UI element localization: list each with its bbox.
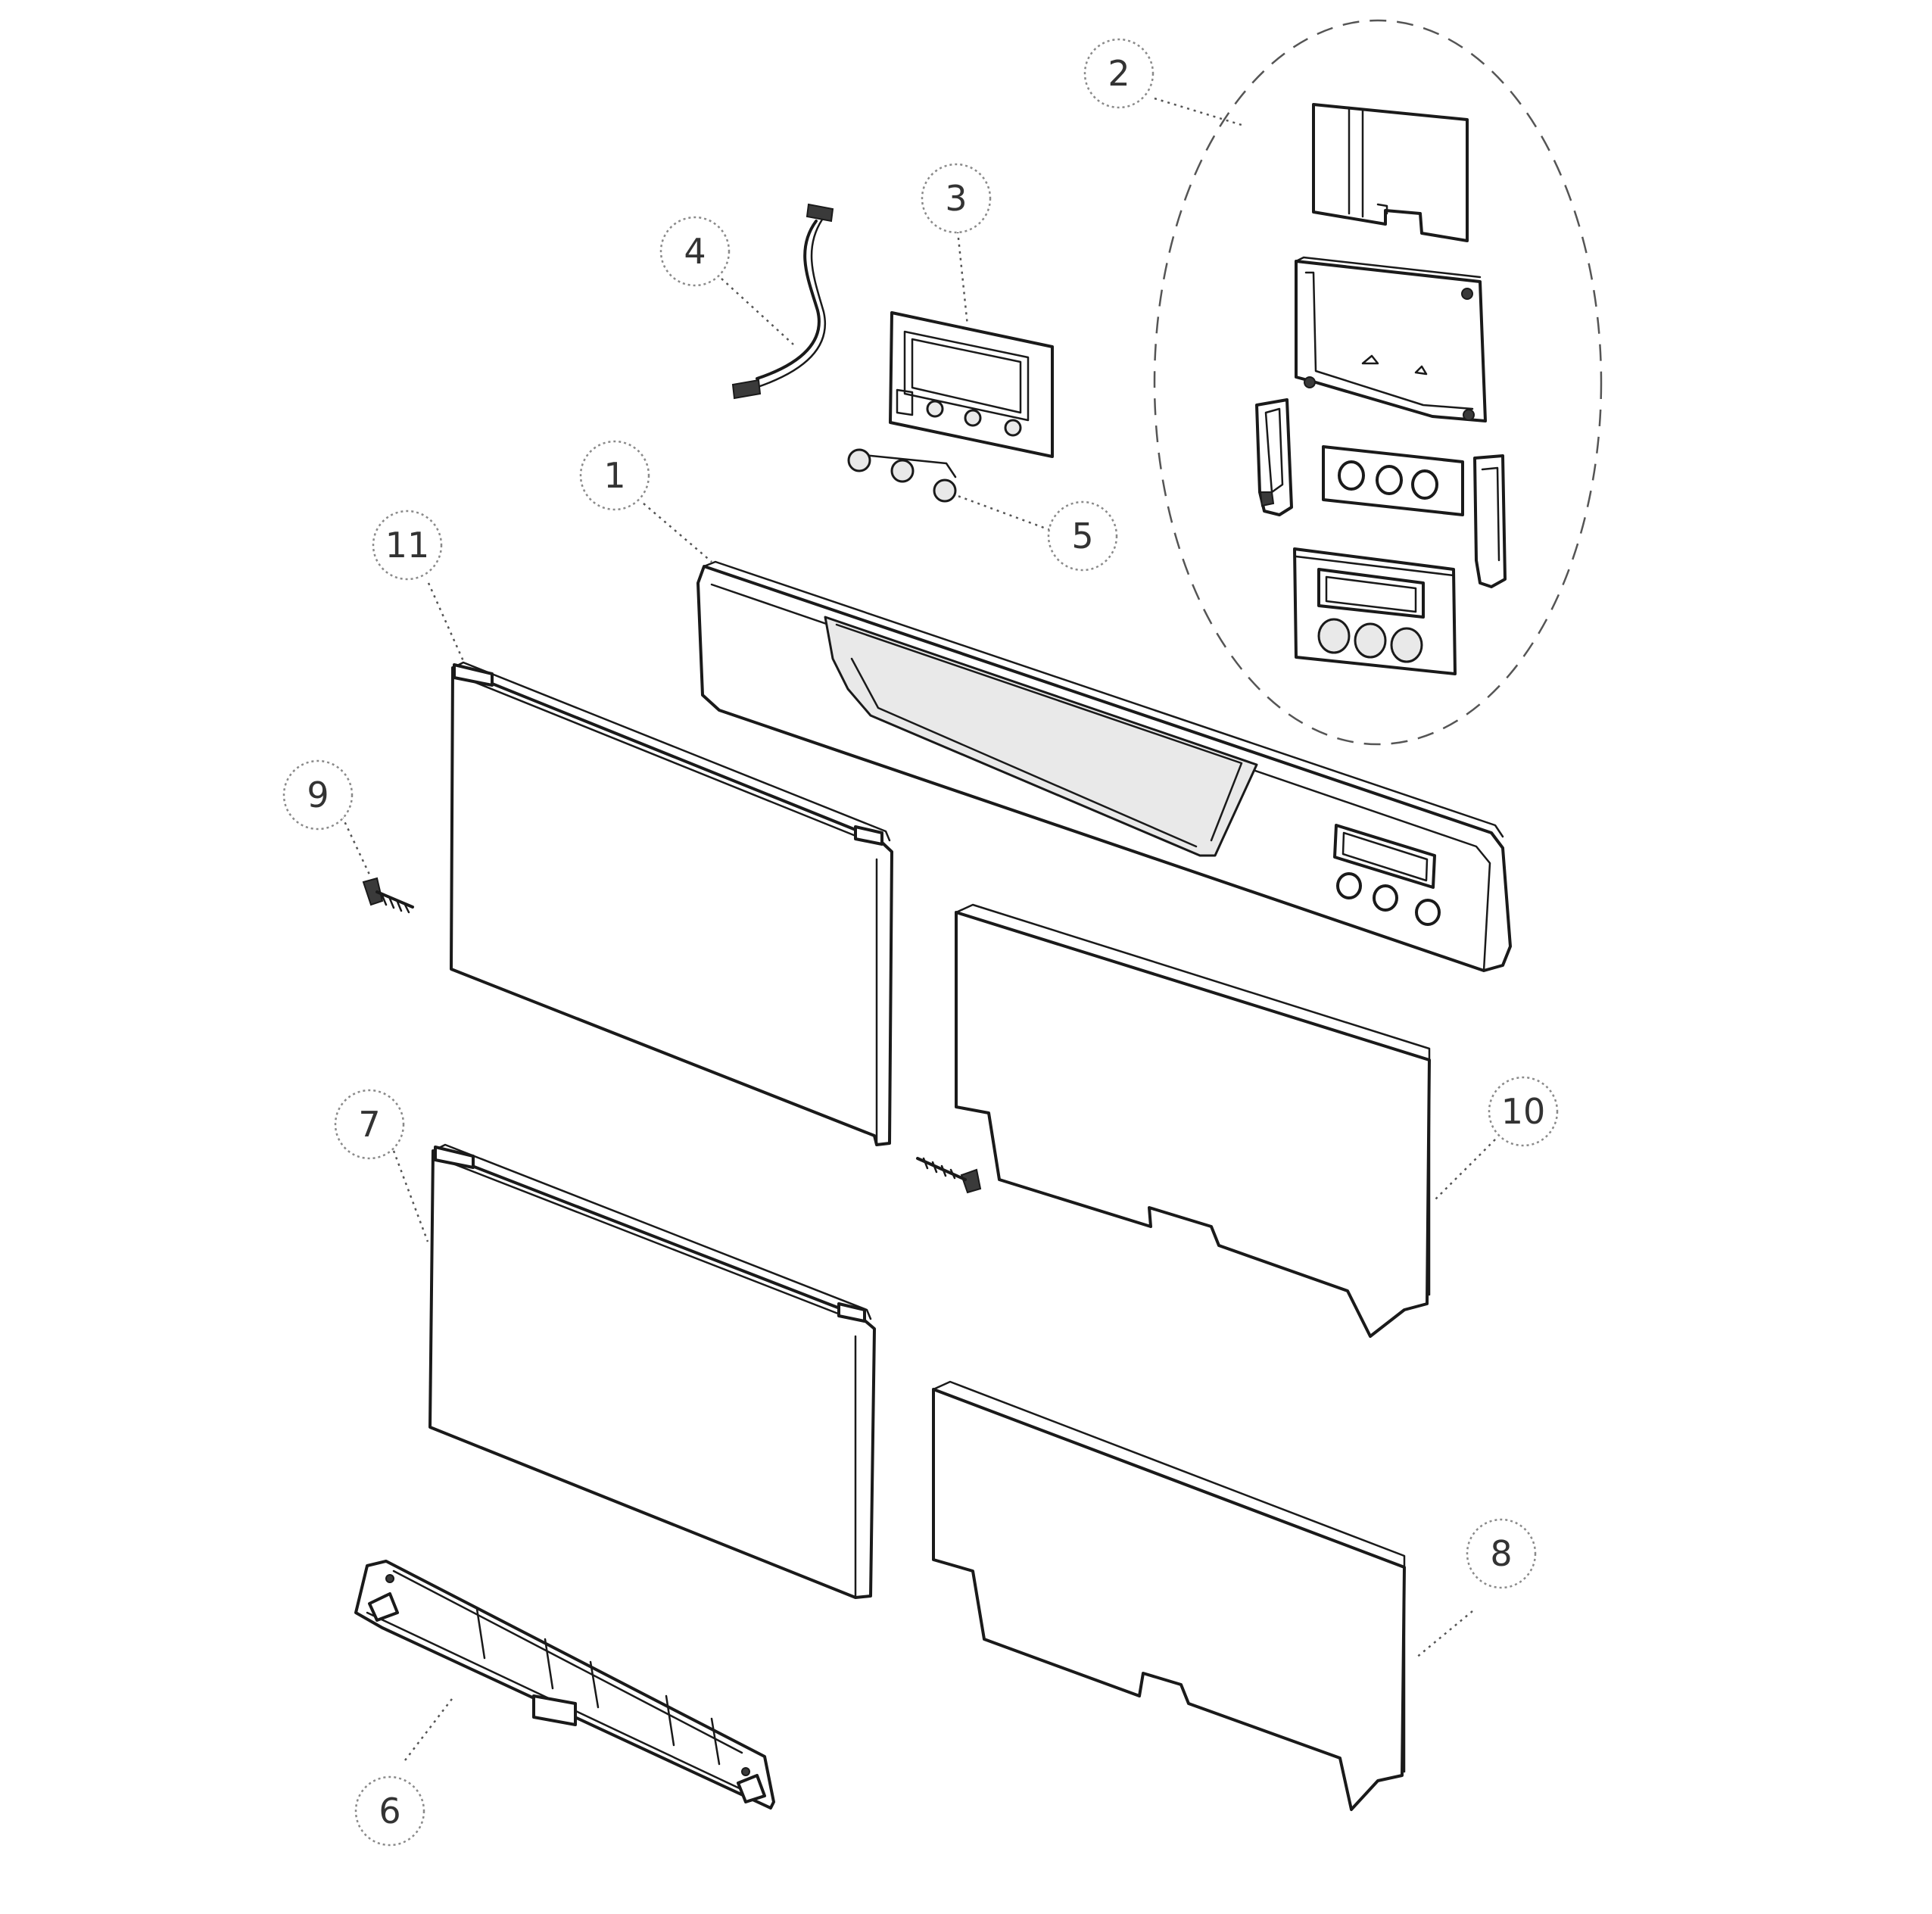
part-upper-liner <box>955 903 1431 1338</box>
callout-11: 11 <box>372 510 443 581</box>
part-control-panel <box>696 560 1512 972</box>
callout-number: 2 <box>1108 53 1130 94</box>
callout-number: 11 <box>385 525 430 566</box>
part-control-board <box>889 311 1054 458</box>
callout-7: 7 <box>334 1089 405 1160</box>
part-screw-upper <box>362 877 414 914</box>
callout-3: 3 <box>921 163 992 234</box>
callout-1: 1 <box>579 440 650 511</box>
part-button-set <box>847 448 957 503</box>
callout-6: 6 <box>354 1775 425 1847</box>
callout-4: 4 <box>659 216 731 287</box>
callout-bubble <box>579 440 650 511</box>
leader-lines <box>338 97 1496 1761</box>
part-upper-drawer-front <box>450 661 893 1146</box>
callout-bubble <box>282 759 354 831</box>
callout-number: 5 <box>1071 516 1093 556</box>
callout-9: 9 <box>282 759 354 831</box>
part-lower-drawer-front <box>428 1143 876 1599</box>
callout-5: 5 <box>1047 500 1118 572</box>
callout-number: 4 <box>684 231 706 272</box>
part-kick-plate <box>354 1560 775 1810</box>
part-screw-lower <box>916 1157 982 1194</box>
assembly-group-outline <box>1153 19 1603 746</box>
callout-number: 10 <box>1501 1091 1546 1132</box>
callout-number: 1 <box>603 455 625 496</box>
callout-bubble <box>1083 38 1155 109</box>
callout-number: 7 <box>358 1104 380 1145</box>
callout-10: 10 <box>1488 1076 1559 1147</box>
callout-number: 6 <box>379 1791 400 1831</box>
part-lower-liner <box>932 1380 1406 1811</box>
callout-number: 3 <box>945 178 967 219</box>
callout-bubble <box>659 216 731 287</box>
callout-bubble <box>1047 500 1118 572</box>
callout-bubble <box>1488 1076 1559 1147</box>
callout-8: 8 <box>1466 1518 1537 1589</box>
callout-2: 2 <box>1083 38 1155 109</box>
part-wire-harness <box>731 203 834 400</box>
part-housing-assembly <box>1255 103 1507 675</box>
callout-bubble <box>334 1089 405 1160</box>
callout-bubble <box>1466 1518 1537 1589</box>
callout-bubble <box>372 510 443 581</box>
callout-layer: 1 2 3 4 5 6 7 8 9 10 11 <box>282 38 1559 1847</box>
callout-bubble <box>921 163 992 234</box>
callout-bubble <box>354 1775 425 1847</box>
callout-number: 8 <box>1490 1533 1512 1574</box>
callout-number: 9 <box>307 775 329 815</box>
